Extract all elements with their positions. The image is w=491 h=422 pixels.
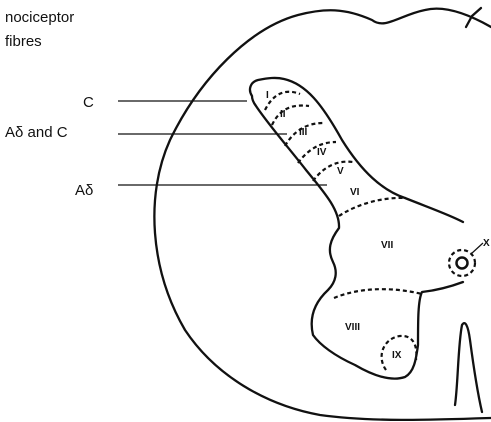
- central-canal: [457, 258, 468, 269]
- lamina-label-viii: VIII: [345, 322, 360, 333]
- lamina-label-v: V: [337, 166, 344, 177]
- lamina-boundary-2-3: [272, 106, 309, 125]
- lamina-label-ii: II: [280, 109, 286, 120]
- fibre-label-c: C: [83, 94, 94, 111]
- fibre-label-a-delta-and-c: Aδ and C: [5, 124, 68, 141]
- spinal-cord-outline: [154, 9, 491, 420]
- lamina-label-i: I: [266, 90, 269, 101]
- lamina-boundary-1-2: [265, 92, 300, 110]
- lamina-label-vii: VII: [381, 240, 393, 251]
- heading-line-2: fibres: [5, 33, 42, 50]
- lamina-x-pointer: [471, 243, 483, 254]
- ventral-median-fissure: [455, 323, 482, 412]
- lamina-label-ix: IX: [392, 350, 402, 361]
- fibre-label-a-delta: Aδ: [75, 182, 93, 199]
- lamina-boundary-6-7: [339, 198, 406, 216]
- lamina-label-x: X: [483, 238, 490, 249]
- lamina-label-vi: VI: [350, 187, 360, 198]
- lamina-boundary-7-8: [334, 289, 422, 298]
- heading-line-1: nociceptor: [5, 9, 74, 26]
- lamina-boundary-5-6: [313, 162, 353, 181]
- lamina-label-iv: IV: [317, 147, 327, 158]
- grey-matter-outline: [250, 78, 463, 379]
- lamina-label-iii: III: [299, 127, 308, 138]
